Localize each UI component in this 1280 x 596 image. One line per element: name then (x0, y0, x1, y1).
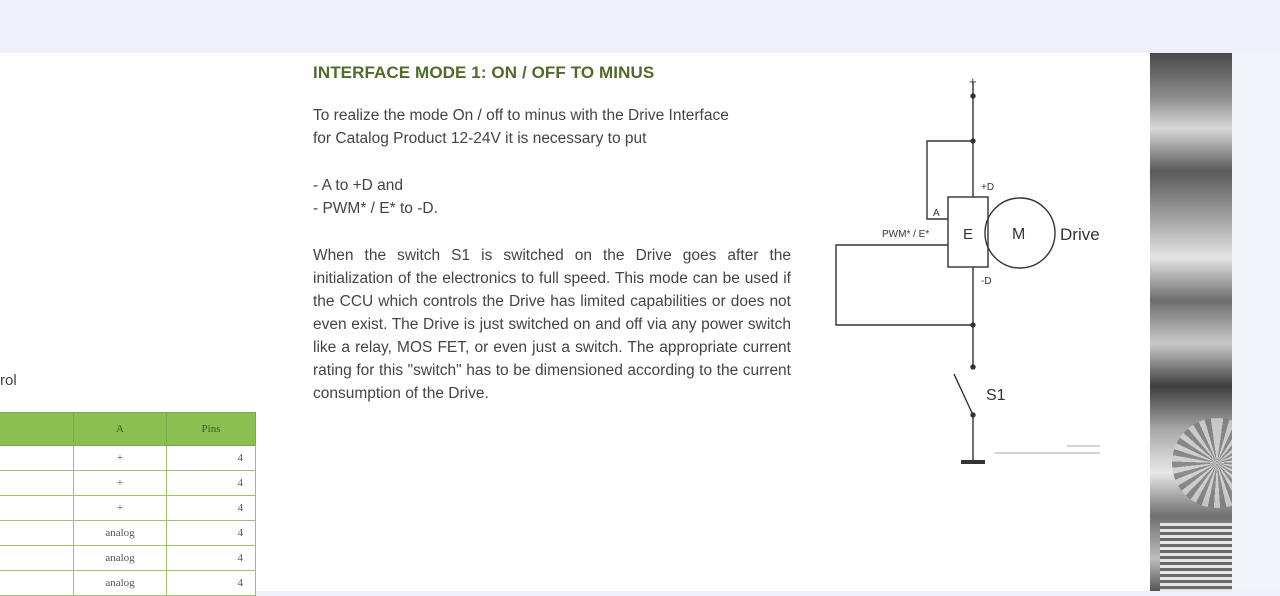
table-cell-a: + (73, 470, 167, 496)
intro-paragraph: To realize the mode On / off to minus wi… (313, 104, 791, 150)
label-a: A (933, 208, 940, 219)
table-cell-a: + (73, 495, 167, 521)
diagram-footnote-marks (995, 445, 1100, 454)
wire-pwm (835, 244, 973, 326)
intro-line-1: To realize the mode On / off to minus wi… (313, 107, 729, 124)
intro-line-2: for Catalog Product 12-24V it is necessa… (313, 130, 647, 147)
table-row: +4 (0, 495, 256, 521)
table-cell-a: analog (73, 545, 167, 571)
motor-symbol (984, 197, 1056, 269)
node-switch-bottom (970, 412, 976, 418)
table-cell-pins: 4 (166, 470, 256, 496)
interface-box (947, 196, 989, 268)
instruction-item-2: - PWM* / E* to -D. (313, 200, 438, 217)
label-s1: S1 (986, 387, 1006, 404)
label-plus-d: +D (981, 182, 994, 193)
table-cell-pins: 4 (166, 520, 256, 546)
table-cell-pins: 4 (166, 495, 256, 521)
gear-photo-strip (1150, 53, 1262, 591)
table-header-pins: Pins (166, 412, 256, 446)
table-cell-pins: 4 (166, 570, 256, 596)
gear-image-lower (1160, 523, 1232, 591)
instruction-list: - A to +D and - PWM* / E* to -D. (313, 174, 791, 220)
node-switch-top (970, 364, 976, 370)
ground-symbol (961, 460, 985, 464)
table-cell-a: analog (73, 520, 167, 546)
table-row: +4 (0, 445, 256, 471)
wire-a (926, 140, 973, 220)
table-cell-pins: 4 (166, 545, 256, 571)
switch-s1 (953, 373, 974, 416)
left-column-fragment: rol (0, 372, 17, 389)
label-drive: Drive (1060, 225, 1100, 244)
table-cell-a: + (73, 445, 167, 471)
top-bar (0, 0, 1280, 53)
instruction-item-1: - A to +D and (313, 177, 404, 194)
node-positive (970, 93, 976, 99)
table-header-a: A (73, 412, 167, 446)
label-minus-d: -D (981, 276, 992, 287)
viewer-edge (1232, 53, 1280, 591)
label-e: E (963, 226, 973, 243)
circuit-diagram: + +D -D A PWM* / E* E M Drive S1 (835, 74, 1100, 464)
label-plus: + (969, 74, 977, 89)
node-junction-bottom (970, 322, 976, 328)
table-cell-pins: 4 (166, 445, 256, 471)
label-m: M (1012, 226, 1025, 243)
table-cell-a: analog (73, 570, 167, 596)
table-header-blank (0, 412, 74, 446)
table-row: +4 (0, 470, 256, 496)
body-paragraph: When the switch S1 is switched on the Dr… (313, 247, 791, 402)
section-heading: INTERFACE MODE 1: ON / OFF TO MINUS (313, 63, 655, 82)
label-pwm: PWM* / E* (882, 229, 929, 240)
